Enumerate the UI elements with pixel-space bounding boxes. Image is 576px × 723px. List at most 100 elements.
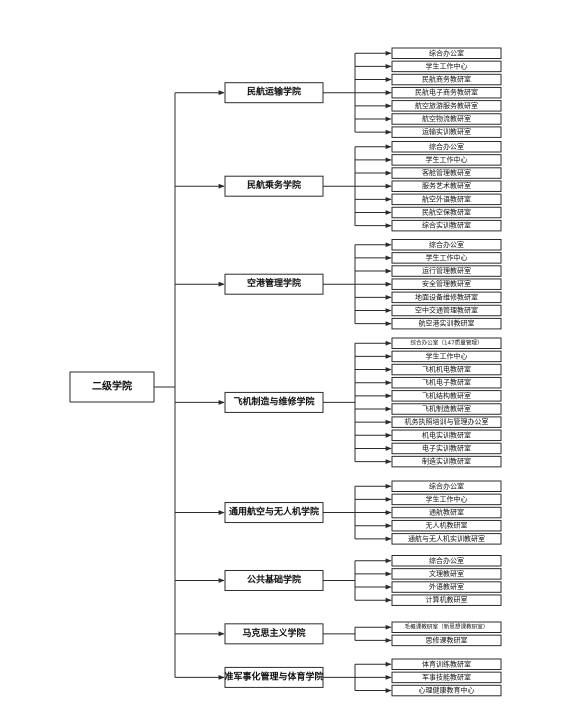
root-box-label: 二级学院 bbox=[92, 380, 132, 393]
dept-box-frame bbox=[391, 265, 502, 277]
dept-box-label: 综合办公室 bbox=[429, 142, 464, 151]
college-box-frame bbox=[224, 569, 324, 591]
dept-box: 毛概课教研室（新思想课教研室） bbox=[391, 621, 502, 633]
dept-box-frame bbox=[391, 193, 502, 206]
dept-box: 航空旅游服务教研室 bbox=[391, 100, 502, 112]
dept-box: 学生工作中心 bbox=[391, 350, 502, 363]
dept-box: 心理健康教育中心 bbox=[391, 684, 502, 697]
dept-box-label: 飞机电子教研室 bbox=[422, 378, 471, 387]
dept-box-frame bbox=[391, 252, 502, 264]
dept-box-frame bbox=[391, 126, 502, 138]
college-box-label: 民航运输学院 bbox=[247, 86, 301, 98]
college-box: 民航运输学院 bbox=[224, 82, 324, 104]
dept-box: 学生工作中心 bbox=[391, 154, 502, 166]
dept-box: 学生工作中心 bbox=[391, 252, 502, 264]
dept-box-frame bbox=[391, 86, 502, 99]
dept-box-label: 航空物流教研室 bbox=[422, 114, 471, 123]
dept-box-label: 机电实训教研室 bbox=[422, 430, 471, 439]
dept-box: 飞机制造教研室 bbox=[391, 403, 502, 415]
dept-box-label: 运输实训教研室 bbox=[422, 127, 471, 136]
college-box: 民航乘务学院 bbox=[224, 175, 324, 197]
dept-box-label: 航空港实训教研室 bbox=[419, 319, 475, 328]
college-box-frame bbox=[224, 273, 324, 295]
dept-box-label: 体育训练教研室 bbox=[422, 659, 471, 668]
dept-box-frame bbox=[391, 403, 502, 415]
dept-box-label: 综合办公室 bbox=[429, 556, 464, 565]
dept-box-label: 民航电子商务教研室 bbox=[415, 88, 478, 97]
dept-box: 民航商务教研室 bbox=[391, 73, 502, 86]
dept-box-label: 民航商务教研室 bbox=[422, 75, 471, 84]
dept-box-label: 空中交通管理教研室 bbox=[415, 306, 478, 315]
dept-box-frame bbox=[391, 493, 502, 506]
dept-box-label: 通航教研室 bbox=[429, 508, 464, 517]
dept-box-frame bbox=[391, 291, 502, 304]
dept-box: 飞机电子教研室 bbox=[391, 376, 502, 389]
dept-box-frame bbox=[391, 684, 502, 697]
dept-box-frame bbox=[391, 206, 502, 219]
dept-box-label: 机务执照培训与管理办公室 bbox=[405, 417, 489, 426]
dept-box-label: 综合办公室（147质量管理） bbox=[410, 338, 482, 346]
dept-box: 民航空保教研室 bbox=[391, 206, 502, 219]
college-box-label: 准军事化管理与体育学院 bbox=[224, 670, 323, 682]
dept-box: 军事技能教研室 bbox=[391, 671, 502, 684]
dept-box-label: 学生工作中心 bbox=[426, 253, 468, 262]
college-box-frame bbox=[224, 666, 324, 688]
college-box-label: 民航乘务学院 bbox=[247, 179, 301, 191]
dept-box-frame bbox=[391, 60, 502, 73]
dept-box: 民航电子商务教研室 bbox=[391, 86, 502, 99]
dept-box: 综合办公室 bbox=[391, 239, 502, 251]
dept-box: 通航与无人机实训教研室 bbox=[391, 533, 502, 545]
dept-box-frame bbox=[391, 416, 502, 428]
dept-box-label: 运行管理教研室 bbox=[422, 266, 471, 275]
dept-box-frame bbox=[391, 154, 502, 166]
dept-box-label: 安全管理教研室 bbox=[422, 279, 471, 288]
dept-box-frame bbox=[391, 219, 502, 232]
root-box: 二级学院 bbox=[69, 371, 155, 403]
dept-box-frame bbox=[391, 390, 502, 402]
dept-box-frame bbox=[391, 519, 502, 532]
connector-lines bbox=[154, 50, 392, 693]
dept-box-label: 学生工作中心 bbox=[426, 61, 468, 70]
dept-box-frame bbox=[391, 480, 502, 492]
dept-box: 机电实训教研室 bbox=[391, 429, 502, 442]
dept-box-label: 计算机教研室 bbox=[426, 595, 468, 604]
dept-box-label: 通航与无人机实训教研室 bbox=[408, 534, 485, 543]
dept-box-frame bbox=[391, 594, 502, 606]
dept-box: 空中交通管理教研室 bbox=[391, 304, 502, 317]
dept-box-frame bbox=[391, 317, 502, 330]
dept-box: 思修课教研室 bbox=[391, 634, 502, 647]
dept-box: 机务执照培训与管理办公室 bbox=[391, 416, 502, 428]
dept-box-frame bbox=[391, 455, 502, 468]
dept-box-label: 无人机教研室 bbox=[426, 521, 468, 530]
college-box-frame bbox=[224, 623, 324, 645]
dept-box: 通航教研室 bbox=[391, 506, 502, 519]
dept-box-label: 学生工作中心 bbox=[426, 351, 468, 360]
college-box: 飞机制造与维修学院 bbox=[224, 391, 324, 413]
dept-box-frame bbox=[391, 141, 502, 153]
college-box: 公共基础学院 bbox=[224, 569, 324, 591]
dept-box: 飞机机电教研室 bbox=[391, 363, 502, 376]
college-box-frame bbox=[224, 391, 324, 413]
dept-box-frame bbox=[391, 442, 502, 455]
dept-box-label: 飞机制造教研室 bbox=[422, 404, 471, 413]
dept-box-label: 心理健康教育中心 bbox=[419, 686, 475, 695]
college-box: 空港管理学院 bbox=[224, 273, 324, 295]
dept-box-label: 航空外语教研室 bbox=[422, 194, 471, 203]
dept-box-frame bbox=[391, 506, 502, 519]
dept-box-label: 外语教研室 bbox=[429, 582, 464, 591]
dept-box-frame bbox=[391, 363, 502, 376]
dept-box-label: 综合实训教研室 bbox=[422, 221, 471, 230]
dept-box: 综合办公室 bbox=[391, 141, 502, 153]
dept-box: 客舱管理教研室 bbox=[391, 167, 502, 179]
dept-box-frame bbox=[391, 337, 502, 349]
dept-box-frame bbox=[391, 581, 502, 593]
dept-box: 电子实训教研室 bbox=[391, 442, 502, 455]
dept-box-label: 飞机机电教研室 bbox=[422, 365, 471, 374]
dept-box-frame bbox=[391, 634, 502, 647]
college-box-label: 马克思主义学院 bbox=[242, 627, 305, 639]
college-box: 马克思主义学院 bbox=[224, 623, 324, 645]
college-box-frame bbox=[224, 502, 324, 524]
dept-box-frame bbox=[391, 167, 502, 179]
dept-box-label: 综合办公室 bbox=[429, 481, 464, 490]
